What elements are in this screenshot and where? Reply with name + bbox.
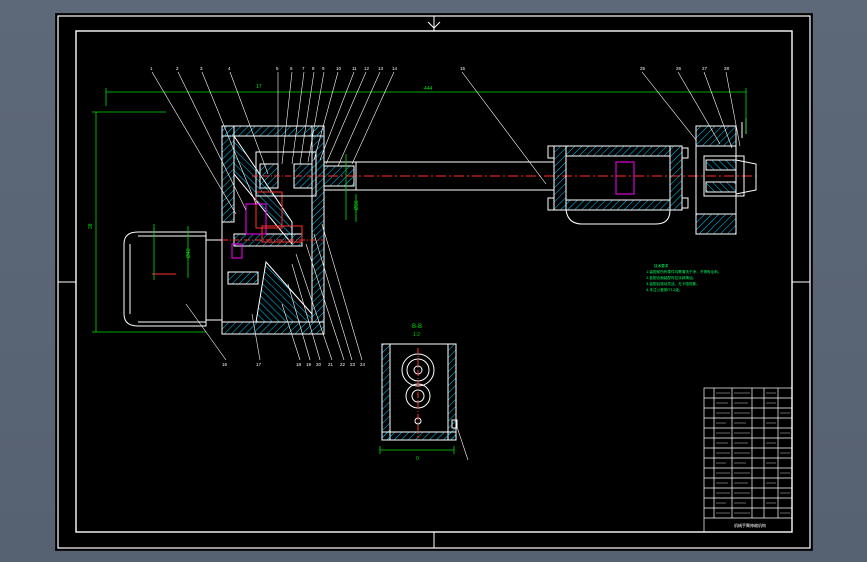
end-gripper: [695, 118, 757, 235]
svg-text:3.装配后转动灵活，无卡阻现象。: 3.装配后转动灵活，无卡阻现象。: [646, 281, 700, 286]
dim-mid-width: 17: [256, 84, 262, 90]
svg-text:1: 1: [150, 66, 153, 71]
svg-text:13: 13: [378, 66, 384, 71]
svg-text:18: 18: [296, 362, 302, 367]
svg-text:技术要求: 技术要求: [654, 263, 669, 268]
svg-text:24: 24: [360, 362, 366, 367]
svg-text:2: 2: [176, 66, 179, 71]
dim-motor-bore: Ø40: [186, 248, 192, 258]
cylinder-sleeve: [547, 145, 689, 225]
title-block-hatching: [716, 392, 790, 514]
dim-center-bore: Ø36: [354, 200, 360, 210]
drawing-canvas: 444 38 17 Ø36 Ø40 0: [57, 15, 811, 549]
telescopic-shaft: [323, 161, 756, 191]
svg-text:10: 10: [336, 66, 342, 71]
callout-numbers: 1 2 3 4 5 6 7 8 9 10 11 12 13 14 15 16 1…: [150, 66, 730, 367]
drawing-name: 机械手臂伸缩机构: [734, 522, 766, 528]
dimension-texts: 444 38 17 Ø36 Ø40 0: [88, 84, 433, 462]
gearbox-section: [221, 125, 325, 335]
svg-text:26: 26: [676, 66, 682, 71]
svg-text:15: 15: [460, 66, 466, 71]
svg-text:25: 25: [640, 66, 646, 71]
svg-text:19: 19: [306, 362, 312, 367]
bearing-block: [252, 151, 326, 197]
svg-text:22: 22: [340, 362, 346, 367]
dimension-lines: [92, 88, 747, 454]
margin-arrow-icon: [427, 21, 441, 29]
section-label: B-B: [412, 324, 422, 330]
svg-text:7: 7: [302, 66, 305, 71]
cad-drawing-viewport[interactable]: 444 38 17 Ø36 Ø40 0: [55, 13, 813, 551]
svg-text:1.装配前所有零件均需清洗干净，不得有毛刺。: 1.装配前所有零件均需清洗干净，不得有毛刺。: [646, 269, 721, 274]
dim-left-height: 38: [88, 223, 94, 229]
svg-text:16: 16: [222, 362, 228, 367]
svg-text:8: 8: [312, 66, 315, 71]
svg-text:4: 4: [228, 66, 231, 71]
svg-text:3: 3: [200, 66, 203, 71]
svg-text:17: 17: [256, 362, 262, 367]
svg-text:2.各配合面装配时应涂润滑油。: 2.各配合面装配时应涂润滑油。: [646, 275, 696, 280]
motor-housing: [123, 231, 223, 327]
gear-pair: [222, 191, 324, 243]
svg-text:23: 23: [350, 362, 356, 367]
svg-text:9: 9: [322, 66, 325, 71]
dim-bottom-width: 0: [416, 456, 419, 462]
svg-text:21: 21: [328, 362, 334, 367]
svg-text:14: 14: [392, 66, 398, 71]
svg-text:20: 20: [316, 362, 322, 367]
dim-overall: 444: [424, 86, 433, 92]
svg-text:6: 6: [290, 66, 293, 71]
svg-text:12: 12: [364, 66, 370, 71]
svg-text:5: 5: [276, 66, 279, 71]
technical-notes: 技术要求 1.装配前所有零件均需清洗干净，不得有毛刺。 2.各配合面装配时应涂润…: [646, 263, 721, 292]
svg-text:4.未注公差按IT12级。: 4.未注公差按IT12级。: [646, 287, 682, 292]
svg-text:28: 28: [724, 66, 730, 71]
centering-marks: [58, 16, 810, 548]
section-scale: 1:2: [413, 332, 420, 338]
svg-text:11: 11: [352, 66, 357, 71]
title-block: [703, 387, 793, 533]
section-view-bb: [381, 343, 458, 441]
leader-lines: [151, 71, 741, 461]
svg-text:27: 27: [702, 66, 708, 71]
